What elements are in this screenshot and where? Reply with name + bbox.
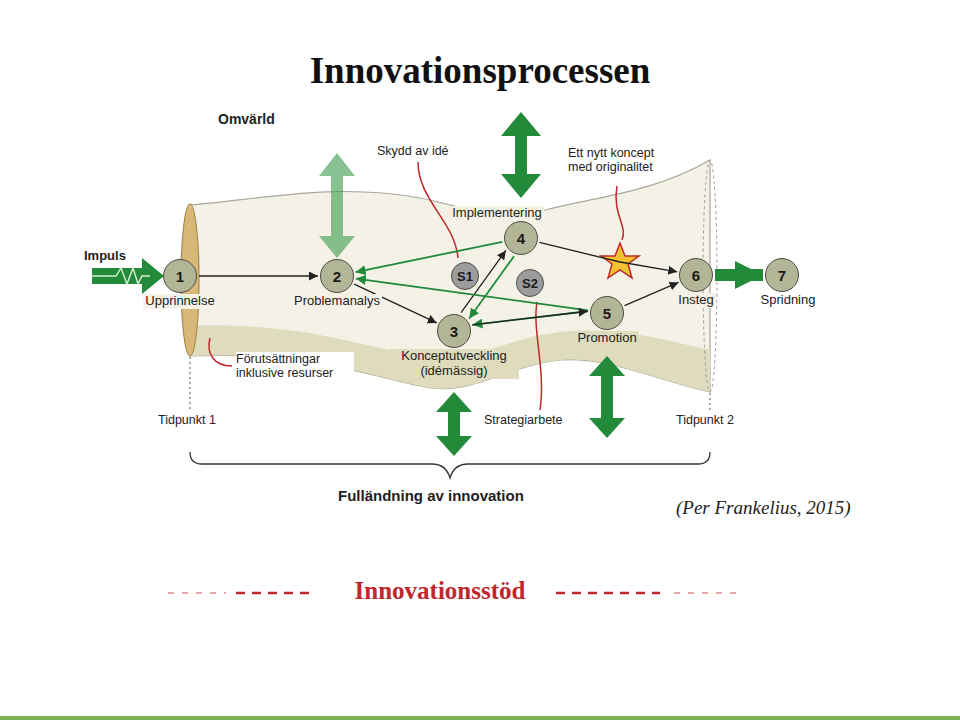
node-number: 4 [517,230,525,247]
source-citation: (Per Frankelius, 2015) [676,497,851,519]
tube-body [190,160,710,392]
phase-circle: 6Insteg [679,258,713,292]
leader-line [209,338,232,366]
feedback-arrow [469,256,514,318]
support-label: Innovationsstöd [355,577,526,606]
callout-label: Strategiarbete [484,413,563,427]
node-number: S1 [457,269,473,284]
callout-label: Förutsättningar inklusive resurser [236,352,354,381]
node-number: 1 [176,268,184,285]
time-label: Tidpunkt 1 [158,413,216,427]
phase-circle: 4Implementering [504,221,538,255]
phase-circle: 7Spridning [765,258,799,292]
process-arrow [624,282,678,305]
brace [190,452,710,478]
brace-label: Fulländning av innovation [338,487,524,504]
originality-star [601,243,639,278]
process-arrow [539,242,677,271]
surroundings-label: Omvärld [218,111,275,127]
impulse-arrow [92,258,164,294]
callout-label: Ett nytt koncept med originalitet [568,146,680,175]
support-dashes [556,592,660,595]
phase-label: Konceptutveckling (idémässig) [389,349,519,379]
time-marker [190,357,191,410]
feedback-arrow [472,311,587,325]
process-arrow [199,275,318,276]
impulse-signal [92,268,150,284]
feedback-arrow [356,242,503,272]
exchange-arrow [589,356,625,438]
phase-circle: 2Problemanalys [320,259,354,293]
phase-label: Implementering [450,206,544,221]
leader-line [536,302,542,410]
phase-circle: 5Promotion [590,296,624,330]
node-number: 3 [450,323,458,340]
node-number: 7 [778,267,786,284]
time-marker [710,393,711,410]
node-number: 2 [333,268,341,285]
node-number: 6 [692,267,700,284]
phase-label: Promotion [575,331,638,346]
callout-label: Skydd av idé [377,144,449,158]
phase-label: Insteg [676,293,715,308]
support-dashes [674,592,740,594]
phase-circle: 1Upprinnelse [163,259,197,293]
phase-label: Problemanalys [292,294,382,309]
phase-circle: 3Konceptutveckling (idémässig) [437,314,471,348]
strategy-circle: S2 [516,269,544,297]
time-label: Tidpunkt 2 [676,413,734,427]
node-number: 5 [603,305,611,322]
feedback-arrow [715,269,763,281]
phase-label: Upprinnelse [143,294,216,309]
process-arrow [472,311,587,325]
node-number: S2 [522,276,538,291]
phase-label: Spridning [759,293,818,308]
support-dashes [168,592,226,594]
strategy-circle: S1 [451,262,479,290]
support-dashes [236,592,316,595]
diagram-title: Innovationsprocessen [310,50,651,93]
exchange-arrow [501,112,541,198]
bottom-rule [0,716,960,720]
leader-line [616,186,623,240]
exchange-arrow [319,153,355,258]
exchange-arrow [436,392,472,456]
impulse-label: Impuls [84,249,126,264]
